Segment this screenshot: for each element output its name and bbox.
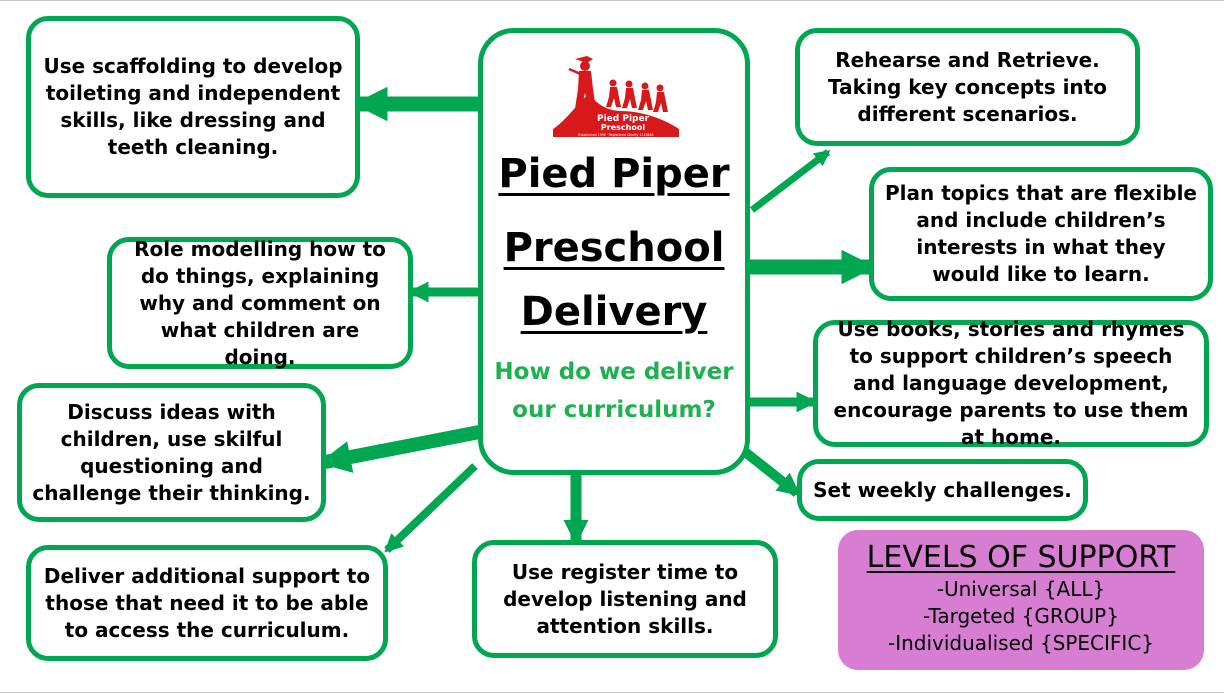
logo-name: Pied Piper — [597, 114, 650, 124]
arrow-to-weekly-challenges — [736, 444, 801, 497]
logo-subtext: Established 1990 · Registered Charity 11… — [578, 133, 653, 137]
box-additional-support: Deliver additional support to those that… — [26, 545, 388, 661]
box-register-time-text: Use register time to develop listening a… — [503, 559, 747, 638]
box-weekly-challenges-text: Set weekly challenges. — [813, 477, 1072, 502]
box-weekly-challenges: Set weekly challenges. — [797, 459, 1088, 521]
box-discuss-ideas: Discuss ideas with children, use skilful… — [17, 383, 326, 522]
support-level-universal: -Universal {ALL} — [936, 577, 1106, 601]
box-discuss-ideas-text: Discuss ideas with children, use skilful… — [32, 399, 311, 505]
box-role-modelling: Role modelling how to do things, explain… — [107, 237, 413, 369]
box-plan-topics: Plan topics that are flexible and includ… — [869, 167, 1213, 301]
center-title-line2: Preschool — [503, 225, 725, 271]
box-additional-support-text: Deliver additional support to those that… — [43, 563, 371, 642]
box-register-time: Use register time to develop listening a… — [472, 540, 778, 658]
box-scaffolding: Use scaffolding to develop toileting and… — [26, 16, 360, 198]
arrow-to-rehearse-retrieve — [749, 149, 831, 213]
box-scaffolding-text: Use scaffolding to develop toileting and… — [43, 54, 343, 159]
top-border-line — [0, 0, 1224, 1]
center-hub: Pied Piper Preschool Established 1990 · … — [478, 28, 750, 475]
box-plan-topics-text: Plan topics that are flexible and includ… — [885, 181, 1197, 286]
center-title-line3: Delivery — [520, 289, 708, 335]
support-level-individualised: -Individualised {SPECIFIC} — [887, 631, 1155, 655]
pied-piper-logo: Pied Piper Preschool Established 1990 · … — [553, 56, 679, 137]
box-books-stories: Use books, stories and rhymes to support… — [813, 317, 1209, 449]
arrow-to-discuss-ideas — [318, 421, 502, 473]
levels-of-support-title: LEVELS OF SUPPORT — [866, 540, 1176, 575]
support-level-targeted: -Targeted {GROUP} — [923, 604, 1119, 628]
center-question: How do we deliver our curriculum? — [494, 359, 734, 423]
center-title-line1: Pied Piper — [498, 151, 730, 197]
box-rehearse-retrieve-text: Rehearse and Retrieve. Taking key concep… — [828, 47, 1107, 126]
box-role-modelling-text: Role modelling how to do things, explain… — [134, 236, 386, 369]
box-books-stories-text: Use books, stories and rhymes to support… — [833, 317, 1189, 449]
arrow-to-additional-support — [384, 463, 478, 553]
logo-name-2: Preschool — [601, 123, 645, 132]
levels-of-support-panel: LEVELS OF SUPPORT -Universal {ALL} -Targ… — [838, 530, 1204, 670]
box-rehearse-retrieve: Rehearse and Retrieve. Taking key concep… — [795, 28, 1140, 146]
